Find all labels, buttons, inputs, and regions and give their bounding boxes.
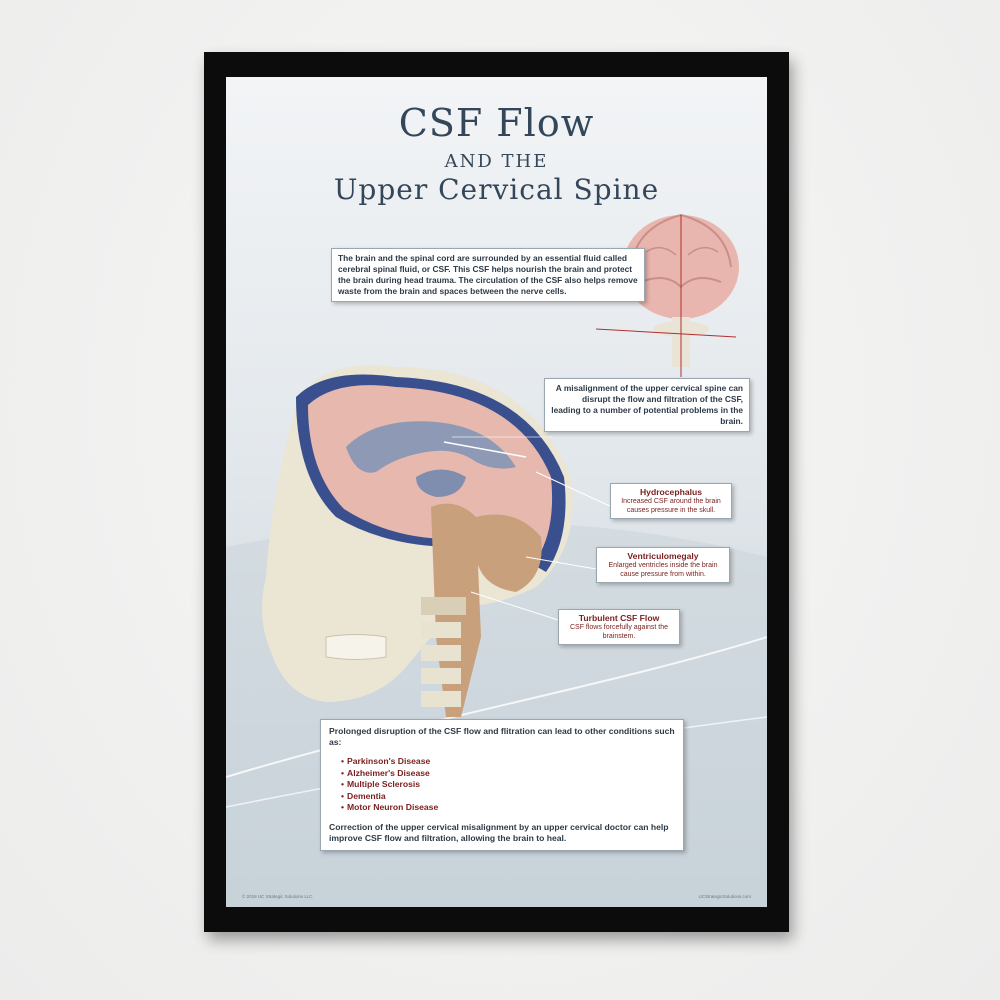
anatomy-illustration xyxy=(262,213,739,717)
callout-description: Enlarged ventricles inside the brain cau… xyxy=(608,562,718,578)
bullet-glyph: • xyxy=(341,756,345,766)
list-item: •Parkinson's Disease xyxy=(341,756,675,768)
bullet-glyph: • xyxy=(341,802,345,812)
conditions-list: •Parkinson's Disease •Alzheimer's Diseas… xyxy=(341,756,675,814)
bullet-glyph: • xyxy=(341,767,345,778)
list-item: •Multiple Sclerosis xyxy=(341,779,675,791)
callout-description: Increased CSF around the brain causes pr… xyxy=(621,498,721,514)
callout-title: Turbulent CSF Flow xyxy=(578,613,660,623)
poster-title: CSF Flow xyxy=(398,101,595,145)
conditions-intro: Prolonged disruption of the CSF flow and… xyxy=(329,726,675,747)
bullet-glyph: • xyxy=(341,779,345,789)
conditions-text-box: Prolonged disruption of the CSF flow and… xyxy=(320,719,684,851)
callout-hydrocephalus: Hydrocephalus Increased CSF around the b… xyxy=(610,483,732,519)
conditions-outro: Correction of the upper cervical misalig… xyxy=(329,821,669,843)
sagittal-skull-illustration xyxy=(262,365,613,717)
poster-subtitle: Upper Cervical Spine xyxy=(333,173,660,206)
poster-subtitle-connector: AND THE xyxy=(444,151,549,172)
rear-head-illustration xyxy=(595,213,739,377)
intro-text-box: The brain and the spinal cord are surrou… xyxy=(331,248,645,302)
condition-label: Dementia xyxy=(347,790,386,801)
footer-copyright: © 2018 UC Strategic Solutions LLC xyxy=(242,894,313,899)
condition-label: Multiple Sclerosis xyxy=(347,779,421,789)
list-item: •Alzheimer's Disease xyxy=(341,768,675,780)
condition-label: Motor Neuron Disease xyxy=(347,802,439,812)
callout-ventriculomegaly: Ventriculomegaly Enlarged ventricles ins… xyxy=(596,547,730,583)
poster: CSF Flow AND THE Upper Cervical Spine xyxy=(226,77,767,907)
misalignment-text-box: A misalignment of the upper cervical spi… xyxy=(544,378,750,432)
footer-website: UCStrategicSolutions.com xyxy=(698,894,751,899)
condition-label: Alzheimer's Disease xyxy=(347,767,430,778)
list-item: •Motor Neuron Disease xyxy=(341,802,675,814)
condition-label: Parkinson's Disease xyxy=(347,756,431,766)
bullet-glyph: • xyxy=(341,790,345,801)
callout-description: CSF flows forcefully against the brainst… xyxy=(569,624,669,640)
list-item: •Dementia xyxy=(341,791,675,803)
callout-title: Hydrocephalus xyxy=(639,487,703,497)
callout-title: Ventriculomegaly xyxy=(627,551,699,561)
callout-turbulent-csf-flow: Turbulent CSF Flow CSF flows forcefully … xyxy=(558,609,680,645)
